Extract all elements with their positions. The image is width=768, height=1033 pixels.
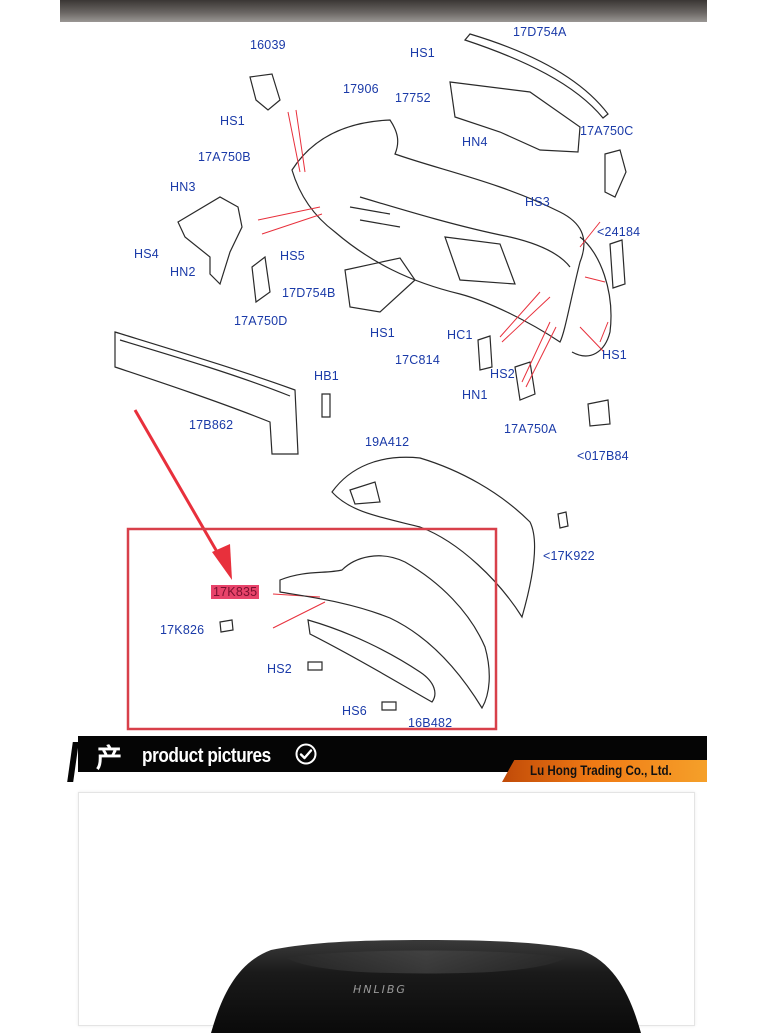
label-17c814: 17C814	[395, 353, 440, 367]
label-24184: <24184	[597, 225, 641, 239]
label-17k826: 17K826	[160, 623, 205, 637]
part-hs6-screw	[381, 701, 397, 711]
label-17752: 17752	[395, 91, 431, 105]
label-17d754b: 17D754B	[282, 286, 336, 300]
label-hn2: HN2	[170, 265, 196, 279]
label-hs4: HS4	[134, 247, 159, 261]
label-hn3: HN3	[170, 180, 196, 194]
label-17a750d: 17A750D	[234, 314, 288, 328]
banner-orange-tab	[502, 760, 707, 782]
label-hn4: HN4	[462, 135, 488, 149]
label-hs1-left: HS1	[220, 114, 245, 128]
label-17a750b: 17A750B	[198, 150, 251, 164]
label-hs6: HS6	[342, 704, 367, 718]
label-hs3: HS3	[525, 195, 550, 209]
label-hs1-right: HS1	[602, 348, 627, 362]
label-hs2-low: HS2	[267, 662, 292, 676]
part-16039	[249, 73, 281, 111]
label-19a412: 19A412	[365, 435, 410, 449]
label-17d754a: 17D754A	[513, 25, 567, 39]
part-17a750d	[251, 255, 271, 304]
top-photo-strip	[60, 0, 707, 22]
part-017b84	[587, 399, 611, 427]
part-17c814	[477, 335, 493, 371]
label-17906: 17906	[343, 82, 379, 96]
check-circle-icon	[295, 743, 317, 765]
label-hs2-mid: HS2	[490, 367, 515, 381]
label-17a750c: 17A750C	[580, 124, 634, 138]
part-17906-bumper	[291, 119, 585, 343]
part-17k826-clip	[219, 619, 234, 633]
label-hs5: HS5	[280, 249, 305, 263]
part-19a412	[331, 456, 536, 619]
part-24184	[609, 239, 626, 289]
part-hb1-bolt	[321, 393, 331, 418]
part-17752	[449, 81, 581, 153]
part-17b862-beam	[114, 331, 299, 455]
label-hc1: HC1	[447, 328, 473, 342]
part-17k835-cover	[279, 555, 490, 710]
label-17a750a: 17A750A	[504, 422, 557, 436]
label-17b862: 17B862	[189, 418, 234, 432]
part-17a750c	[604, 149, 627, 198]
part-17k922	[557, 511, 569, 529]
callout-arrow	[133, 409, 232, 580]
part-17d754b	[344, 257, 416, 313]
part-hs2-screw	[307, 661, 323, 671]
part-17d754a	[463, 33, 609, 119]
parts-drawing	[114, 33, 627, 731]
label-hs1-top: HS1	[410, 46, 435, 60]
label-hn1: HN1	[462, 388, 488, 402]
product-photo: HNLIBG	[78, 792, 695, 1033]
part-17a750a	[514, 361, 536, 401]
label-017b84: <017B84	[577, 449, 629, 463]
company-name: Lu Hong Trading Co., Ltd.	[530, 763, 672, 778]
brand-mark: HNLIBG	[353, 983, 407, 996]
banner-title: product pictures	[142, 745, 271, 767]
parts-diagram: 16039 17D754A HS1 17906 17752 HS1 HN4 17…	[60, 22, 707, 735]
product-image	[211, 940, 641, 1033]
label-17k922: <17K922	[543, 549, 595, 563]
part-16b482-strip	[307, 619, 436, 703]
section-banner: 产 product pictures Lu Hong Trading Co., …	[67, 736, 707, 782]
label-hb1: HB1	[314, 369, 339, 383]
label-16039: 16039	[250, 38, 286, 52]
banner-char: 产	[96, 744, 123, 774]
label-16b482: 16B482	[408, 716, 453, 730]
label-hs1-mid: HS1	[370, 326, 395, 340]
highlight-frame	[126, 527, 498, 731]
label-17k835-highlighted: 17K835	[211, 585, 260, 599]
part-17a750b	[177, 196, 243, 286]
